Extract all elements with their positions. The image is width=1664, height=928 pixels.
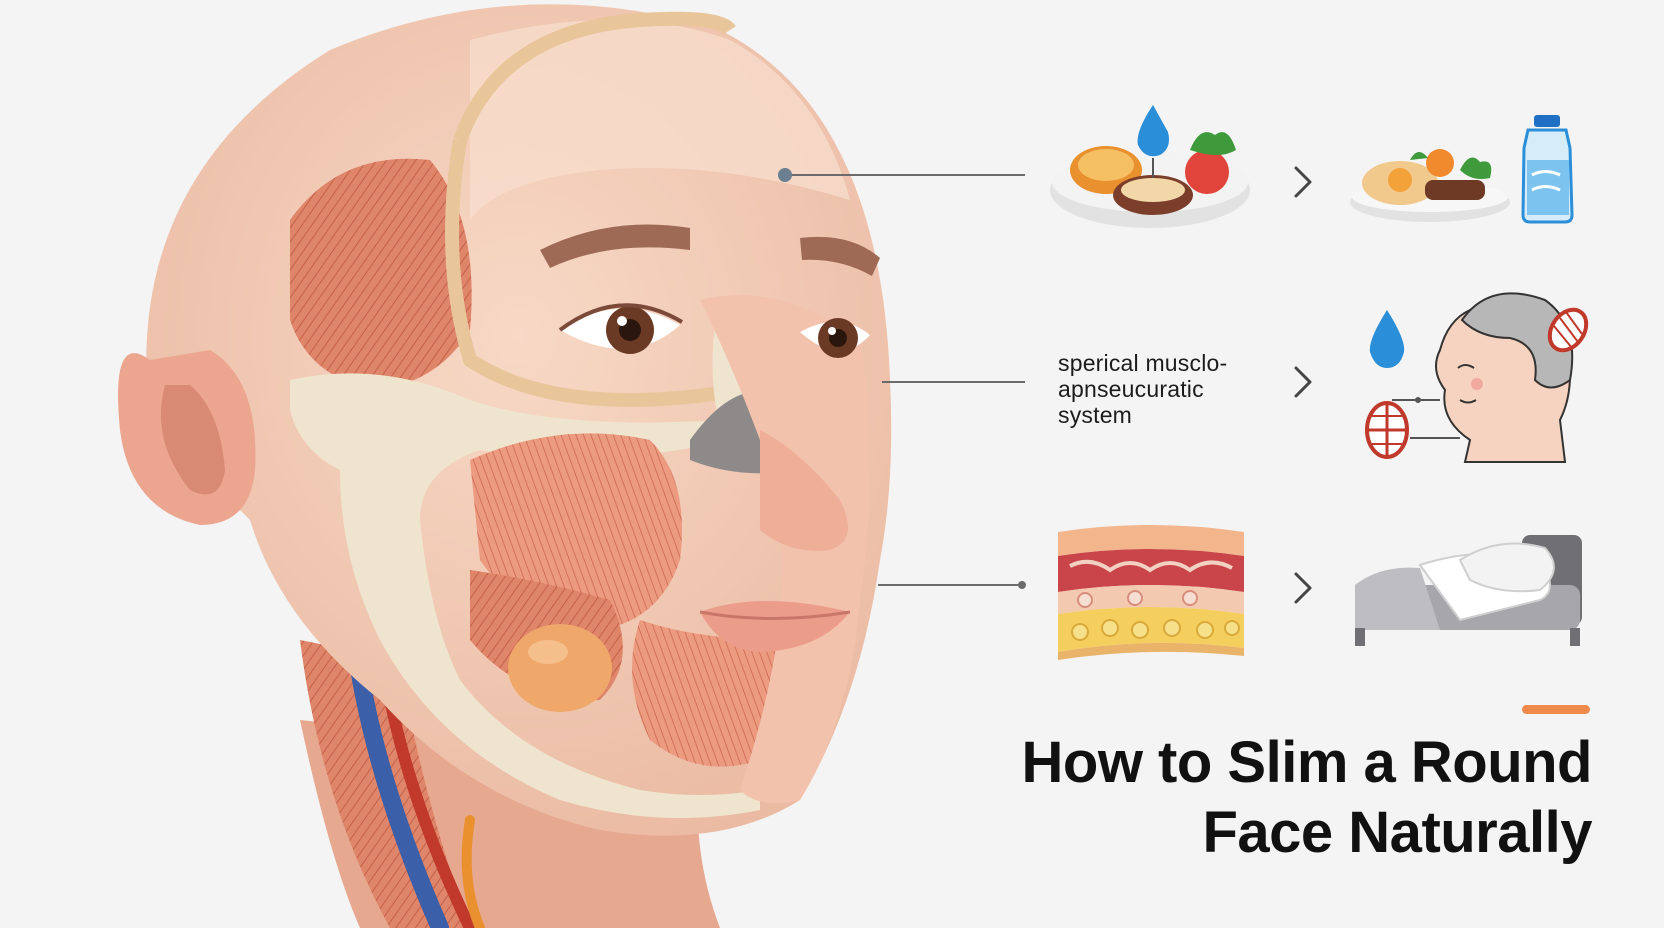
face-exercise-icon xyxy=(1435,292,1574,463)
title-line-2: Face Naturally xyxy=(1202,800,1592,865)
arrow-right-icon xyxy=(1294,366,1312,398)
fat-tissue-layers-icon xyxy=(1058,525,1244,660)
nose xyxy=(760,430,848,551)
arrow-right-icon xyxy=(1294,572,1312,604)
temporal-muscle xyxy=(290,158,472,390)
blood-vessel-orange xyxy=(461,815,485,928)
label-line-1: sperical musclo- xyxy=(1058,350,1228,376)
left-eyebrow xyxy=(540,224,690,268)
accent-bar xyxy=(1522,705,1590,714)
right-eyebrow xyxy=(800,236,880,276)
jaw-bone xyxy=(290,373,760,818)
water-drop-icon xyxy=(1369,310,1405,368)
face-skin xyxy=(700,295,870,804)
water-bottle-icon xyxy=(1521,115,1574,224)
muscle-icon xyxy=(1365,401,1409,459)
leader-lines xyxy=(778,168,1026,589)
water-drop-icon xyxy=(1137,105,1169,157)
right-eye xyxy=(800,318,870,358)
left-eye xyxy=(558,303,684,354)
orbicularis-muscle xyxy=(632,620,783,767)
head-illustration xyxy=(118,4,892,928)
smas-label: sperical musclo- apnseucuratic system xyxy=(1058,350,1227,428)
buccal-fat-pad xyxy=(508,624,612,712)
muscle-icon xyxy=(1547,307,1589,353)
arrow-right-icon xyxy=(1294,166,1312,198)
lips xyxy=(700,601,850,652)
food-plate-icon xyxy=(1050,105,1250,228)
label-line-3: system xyxy=(1058,402,1133,428)
page-title: How to Slim a Round Face Naturally xyxy=(1021,728,1593,868)
healthy-meal-icon xyxy=(1350,149,1510,222)
title-line-1: How to Slim a Round xyxy=(1021,730,1593,795)
bed-sleep-icon xyxy=(1355,535,1582,646)
label-line-2: apnseucuratic xyxy=(1058,376,1204,402)
